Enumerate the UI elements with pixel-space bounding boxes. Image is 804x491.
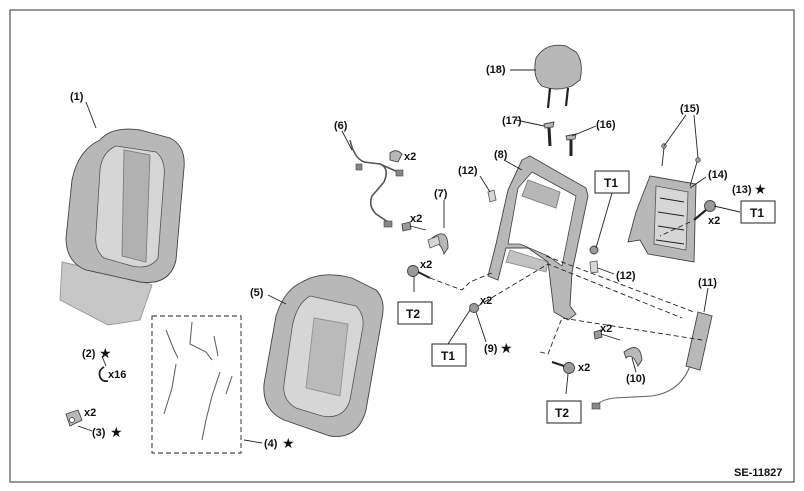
assembly-line xyxy=(539,317,703,355)
callout-9: (9) xyxy=(484,343,498,355)
star-mark-2: ★ xyxy=(99,346,112,362)
callout-6: (6) xyxy=(334,120,348,132)
callout-1: (1) xyxy=(70,91,84,103)
qty-9: x2 xyxy=(480,295,492,307)
assembly-line xyxy=(659,221,691,237)
callout-15: (15) xyxy=(680,103,700,115)
hog-ring-icon xyxy=(98,366,109,383)
callout-16: (16) xyxy=(596,119,616,131)
bolt-icon xyxy=(401,221,427,232)
clip-icon xyxy=(689,157,701,187)
torque-box xyxy=(740,200,776,224)
torque-label-t2-bottom: T2 xyxy=(555,406,569,420)
torque-box xyxy=(546,400,582,424)
bolt-icon xyxy=(593,329,621,341)
callout-11: (11) xyxy=(698,277,717,289)
seat-bracket xyxy=(623,347,643,367)
callout-14: (14) xyxy=(708,169,728,181)
clip-icon xyxy=(65,409,83,427)
torque-box xyxy=(594,170,630,194)
qty-3: x2 xyxy=(84,407,96,419)
torque-label-t1-upper: T1 xyxy=(604,176,618,190)
side-airbag-module xyxy=(591,311,713,410)
seat-wire-set xyxy=(151,315,242,454)
nut-icon xyxy=(589,245,599,255)
assembly-line xyxy=(429,271,495,291)
clip-icon xyxy=(661,143,667,167)
small-bracket-icon xyxy=(487,189,497,203)
bolt-icon xyxy=(407,265,431,279)
callout-13: (13) xyxy=(732,184,752,196)
torque-label-t2-left: T2 xyxy=(406,307,420,321)
assembly-line xyxy=(545,255,695,313)
bolt-icon xyxy=(551,361,575,374)
seat-back-cover xyxy=(263,274,384,437)
torque-label-t1-right: T1 xyxy=(750,206,764,220)
seat-bracket xyxy=(427,233,449,256)
qty-6: x2 xyxy=(404,151,416,163)
seat-back-frame xyxy=(487,155,589,321)
torque-box xyxy=(397,301,433,325)
callout-8: (8) xyxy=(494,149,508,161)
qty-t2a: x2 xyxy=(420,259,432,271)
callout-7: (7) xyxy=(434,188,448,200)
qty-t2b: x2 xyxy=(578,362,590,374)
callout-2: (2) xyxy=(82,348,96,360)
callout-12-upper: (12) xyxy=(458,165,478,177)
callout-3: (3) xyxy=(92,427,106,439)
diagram-code: SE-11827 xyxy=(734,467,782,479)
torque-label-t1-lower: T1 xyxy=(441,349,455,363)
seat-back-pad xyxy=(59,128,185,326)
qty-2: x16 xyxy=(108,369,126,381)
star-mark-4: ★ xyxy=(282,436,295,452)
torque-box xyxy=(431,343,467,367)
assembly-line xyxy=(477,263,683,319)
callout-5: (5) xyxy=(250,287,264,299)
small-bracket-icon xyxy=(589,260,599,274)
lumbar-support xyxy=(627,175,697,263)
callout-17: (17) xyxy=(502,115,522,127)
headrest xyxy=(534,44,582,109)
nut-icon xyxy=(469,303,479,313)
star-mark-13: ★ xyxy=(754,182,767,198)
callout-12-lower: (12) xyxy=(616,270,636,282)
qty-13: x2 xyxy=(708,215,720,227)
seat-harness xyxy=(349,139,404,228)
callout-18: (18) xyxy=(486,64,506,76)
qty-10: x2 xyxy=(600,323,612,335)
star-mark-9: ★ xyxy=(500,341,513,357)
diagram-frame xyxy=(9,9,795,483)
callout-10: (10) xyxy=(626,373,646,385)
star-mark-3: ★ xyxy=(110,425,123,441)
callout-4: (4) xyxy=(264,438,278,450)
qty-7: x2 xyxy=(410,213,422,225)
headrest-guide xyxy=(543,121,555,147)
headrest-guide xyxy=(565,133,577,156)
